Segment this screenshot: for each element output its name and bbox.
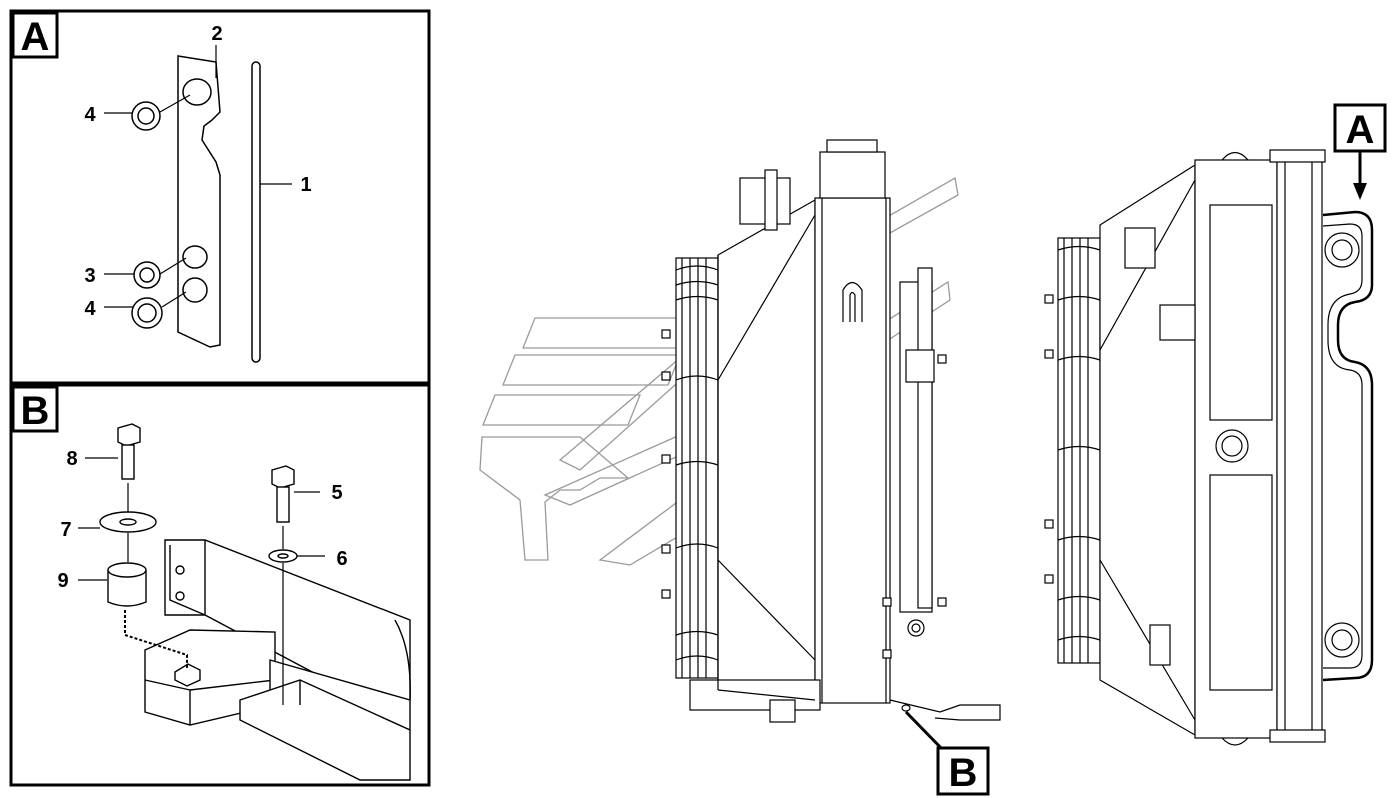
callout-a-label: A xyxy=(1346,108,1375,152)
item-4-bottom-label: 4 xyxy=(84,298,96,320)
item-4-top-label: 4 xyxy=(84,104,96,126)
item-8-label: 8 xyxy=(66,448,77,470)
seal-rod xyxy=(251,61,261,363)
washer-6 xyxy=(268,549,298,563)
bolt-5 xyxy=(271,465,295,523)
detail-b-panel: B xyxy=(9,383,431,787)
radiator-front-view xyxy=(1044,149,1374,746)
callout-a: A xyxy=(1333,103,1387,200)
detail-a-label: A xyxy=(21,15,50,59)
washer-7 xyxy=(99,511,157,533)
item-3-label: 3 xyxy=(84,265,95,287)
radiator-side-view xyxy=(661,139,1001,723)
seal-ring-3 xyxy=(133,261,161,289)
item-2-label: 2 xyxy=(211,23,222,45)
bolt-8 xyxy=(117,423,141,480)
item-7-label: 7 xyxy=(60,519,71,541)
detail-b-label: B xyxy=(21,389,50,433)
callout-b: B xyxy=(904,710,990,796)
detail-a-panel: A 2 4 xyxy=(9,9,431,385)
item-1-label: 1 xyxy=(300,174,311,196)
callout-b-label: B xyxy=(949,751,978,795)
bracket-plate xyxy=(177,55,221,348)
mounting-frame xyxy=(144,539,411,781)
seal-ring-4-bottom xyxy=(131,297,163,329)
item-6-label: 6 xyxy=(336,548,347,570)
spacer-9 xyxy=(107,562,147,607)
item-9-label: 9 xyxy=(57,570,68,592)
seal-ring-4-top xyxy=(131,101,161,131)
item-5-label: 5 xyxy=(331,482,342,504)
